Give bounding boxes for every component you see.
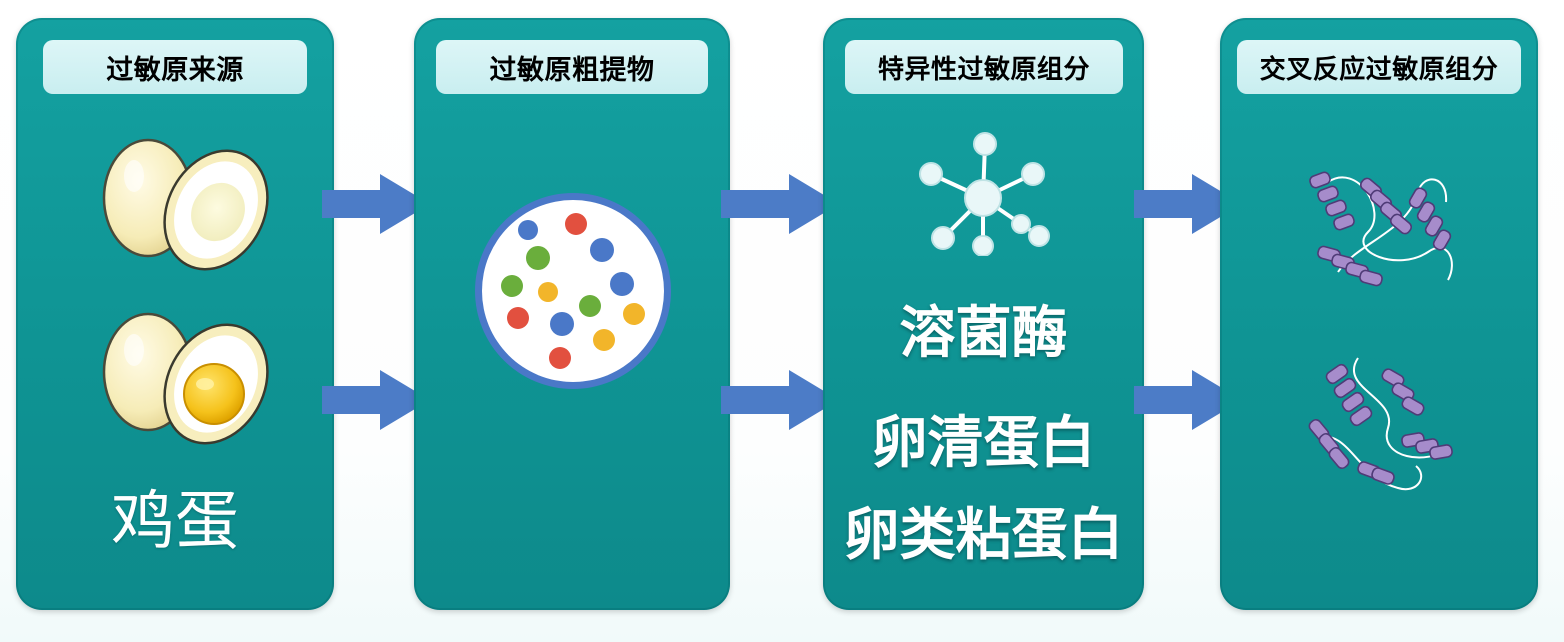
egg-whole-and-halved-yolk-icon [102, 312, 269, 445]
panel-crude-extract-title: 过敏原粗提物 [436, 40, 708, 94]
component-ovalbumin: 卵清蛋白 [871, 411, 1096, 476]
component-lysozyme: 溶菌酶 [899, 301, 1068, 366]
protein-structure-icon [1308, 357, 1453, 491]
egg-whole-and-halved-white-icon [102, 138, 269, 271]
panel-cross-reactive-components-title: 交叉反应过敏原组分 [1237, 40, 1521, 94]
panel-specific-components-title: 特异性过敏原组分 [845, 40, 1123, 94]
arrow-right-icon [322, 174, 430, 234]
allergen-source-label: 鸡蛋 [111, 485, 239, 559]
panel-cross-reactive-components: 交叉反应过敏原组分 [1220, 18, 1538, 610]
arrow-right-icon [1134, 370, 1242, 430]
mixed-proteins-dish-icon [475, 193, 671, 389]
panel-crude-extract: 过敏原粗提物 [414, 18, 730, 610]
molecule-icon [919, 132, 1050, 256]
arrow-right-icon [1134, 174, 1242, 234]
panel-allergen-source: 过敏原来源 [16, 18, 334, 610]
panel-allergen-source-title: 过敏原来源 [43, 40, 307, 94]
panel-specific-components: 特异性过敏原组分 溶菌酶 卵清蛋白 [823, 18, 1144, 610]
protein-structure-icon [1309, 171, 1453, 287]
arrow-right-icon [721, 174, 836, 234]
component-ovomucoid: 卵类粘蛋白 [843, 503, 1124, 568]
arrow-right-icon [322, 370, 430, 430]
arrow-right-icon [721, 370, 836, 430]
